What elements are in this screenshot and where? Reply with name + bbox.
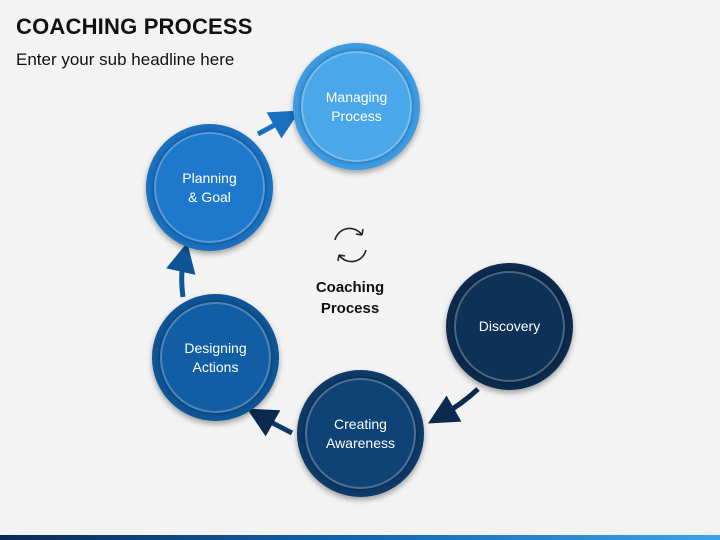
- step-label-creating-awareness: Creating Awareness: [325, 415, 395, 451]
- page-title: COACHING PROCESS: [16, 14, 253, 39]
- refresh-cycle-icon: [334, 227, 367, 263]
- step-label-designing-actions: Designing Actions: [184, 339, 247, 375]
- arrow-planning-to-managing: [256, 110, 301, 139]
- step-circle-discovery: Discovery: [446, 263, 573, 390]
- step-circle-planning-goal: Planning & Goal: [146, 124, 273, 251]
- step-circle-managing-process: Managing Process: [293, 43, 420, 170]
- footer-bar: [0, 535, 720, 540]
- page-subtitle: Enter your sub headline here: [16, 50, 235, 69]
- step-circle-creating-awareness: Creating Awareness: [297, 370, 424, 497]
- arrow-designing-to-planning: [166, 242, 196, 298]
- arrow-discovery-to-awareness: [427, 387, 480, 424]
- step-label-managing-process: Managing Process: [325, 88, 388, 124]
- arrow-awareness-to-designing: [246, 408, 294, 437]
- step-label-planning-goal: Planning & Goal: [182, 169, 237, 205]
- step-label-discovery: Discovery: [478, 318, 541, 334]
- center-label: Coaching Process: [315, 279, 385, 317]
- step-circle-designing-actions: Designing Actions: [152, 294, 279, 421]
